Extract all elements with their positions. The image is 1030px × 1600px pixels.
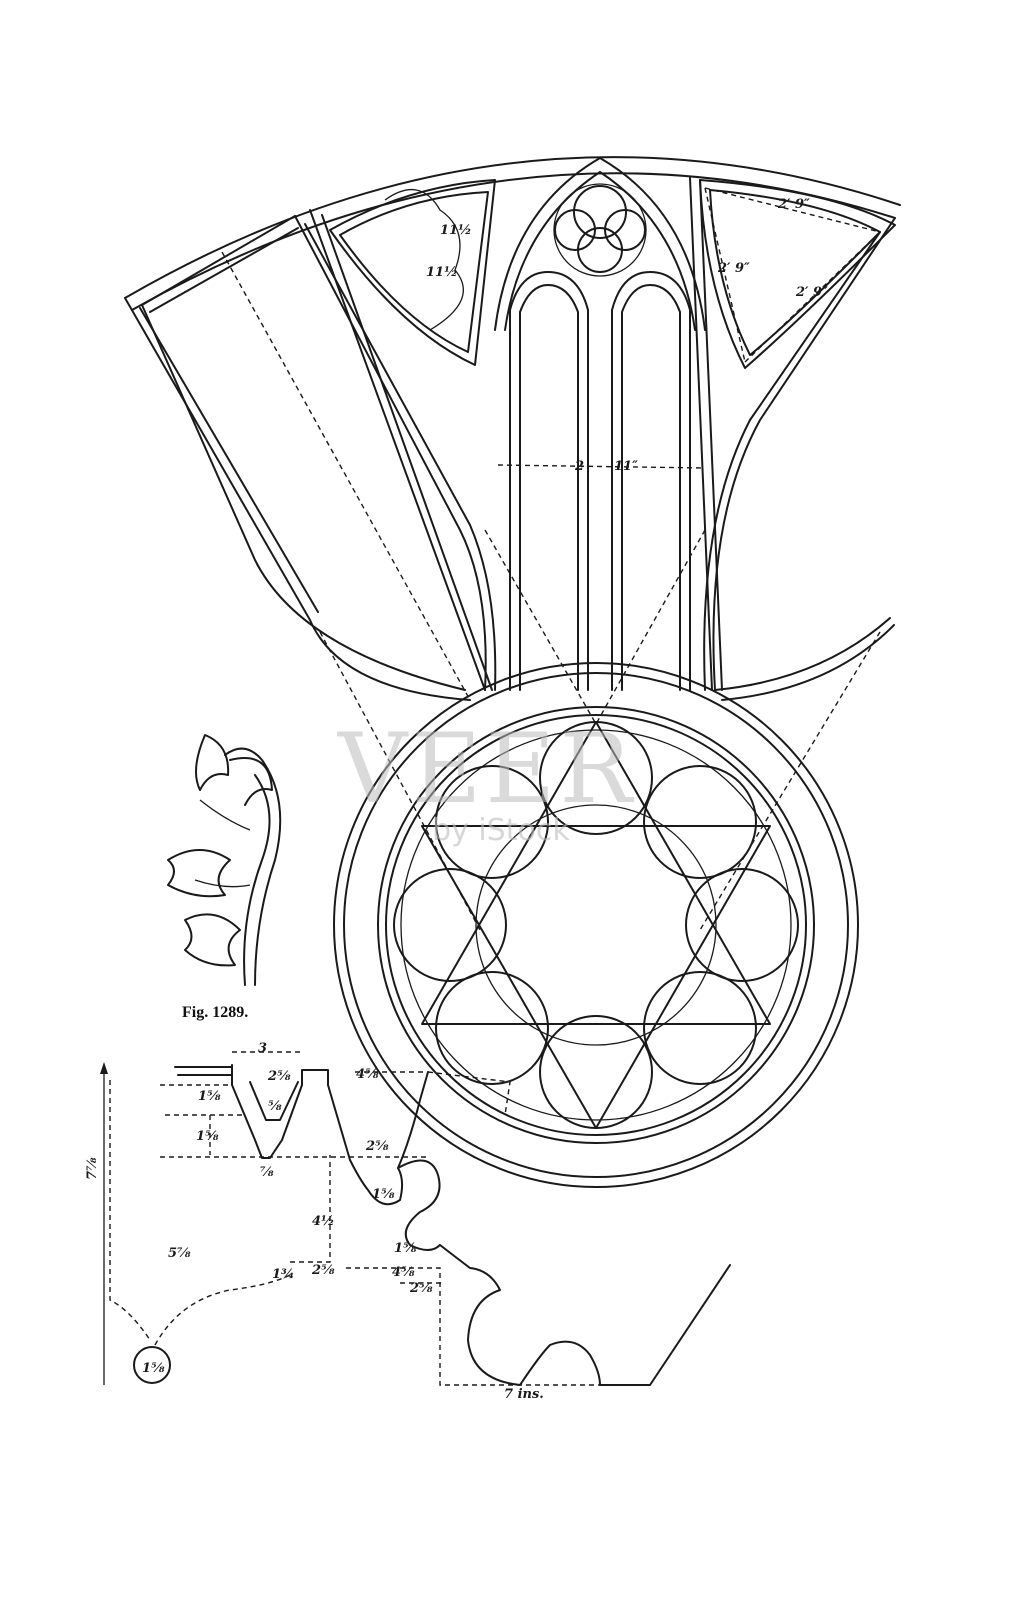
label-left-a: 1⅝ (198, 1089, 221, 1104)
figure-caption: Fig. 1289. (182, 1004, 248, 1021)
label-side-left: 5⅞ (168, 1246, 191, 1261)
lancet-windows (497, 271, 706, 691)
label-step: 1¾ (272, 1267, 295, 1282)
label-mid-a: 2⅝ (311, 1263, 335, 1278)
label-inner-width: 2⅝ (267, 1069, 291, 1084)
label-right-a: 4⅝ (356, 1067, 379, 1082)
watermark-sub: by iStock (432, 813, 570, 848)
label-top-width: 3 (258, 1041, 267, 1056)
rose-window (333, 662, 859, 1188)
label-total-height: 7⅞ (85, 1157, 100, 1180)
label-drop: 4½ (312, 1214, 335, 1229)
label-lobe-a: 1⅝ (372, 1187, 395, 1202)
label-left-b: 1⅝ (196, 1129, 219, 1144)
label-trefoil-b: 11½ (426, 265, 458, 280)
label-tri-right: 2′ 9″ (795, 285, 828, 300)
label-inner-frac: ⅝ (268, 1099, 282, 1114)
label-right-b: 2⅝ (365, 1139, 389, 1154)
label-lobe-b: 1⅝ (394, 1241, 417, 1256)
label-lancet-a: 2 (574, 459, 584, 474)
moulding-profile (100, 1051, 731, 1386)
label-tri-left: 2′ 9″ (717, 261, 750, 276)
label-tri-top: 2′ 9″ (777, 197, 810, 212)
watermark-brand: VEER (337, 713, 636, 825)
dimension-labels: 11½ 11½ 2′ 9″ 2′ 9″ 2′ 9″ 2 11″ 3 2⅝ ⅝ 1… (85, 197, 828, 1402)
label-mid-b: 4⅝ (392, 1265, 415, 1280)
label-base: 7 ins. (504, 1387, 544, 1402)
label-lobe-c: 1⅝ (142, 1361, 165, 1376)
label-lancet-b: 11″ (614, 459, 638, 474)
label-mid-c: 2⅝ (409, 1281, 433, 1296)
acanthus-ornament (167, 734, 282, 986)
triangle-panel (699, 179, 896, 369)
tracery-panel (124, 156, 901, 931)
label-bottom-frac: ⅞ (260, 1165, 274, 1180)
label-trefoil-a: 11½ (440, 223, 472, 238)
watermark: VEER by iStock (337, 713, 636, 848)
quatrefoil (553, 183, 647, 277)
trefoil-panel (329, 179, 496, 366)
